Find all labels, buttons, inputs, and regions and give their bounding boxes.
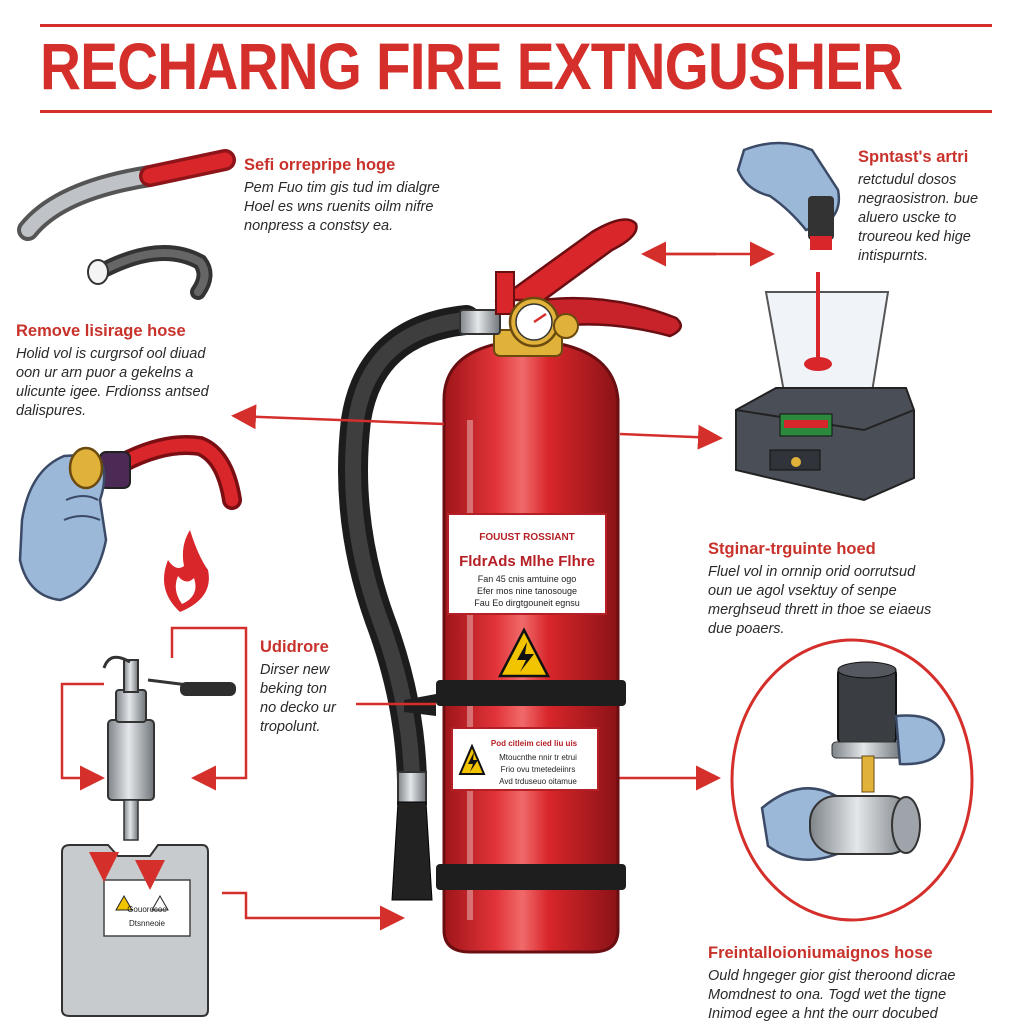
step-note-line: retctudul dosos: [858, 172, 957, 188]
step-note-4: Stginar-trguinte hoed Fluel vol in ornni…: [708, 540, 931, 639]
step-note-heading: Remove lisirage hose: [16, 322, 186, 340]
step-note-line: nonpress a constsy ea.: [244, 218, 394, 234]
step-note-line: merghseud thrett in thoe se eiaeus: [708, 602, 932, 618]
title-bottom-rule: [40, 110, 992, 113]
step-note-heading: Stginar-trguinte hoed: [708, 540, 876, 558]
step-note-line: dalispures.: [16, 403, 87, 419]
step-note-line: intispurnts.: [858, 248, 929, 264]
step-note-line: negraosistron. bue: [858, 191, 979, 207]
step-note-line: oon ur arn puor a gekelns a: [16, 365, 194, 381]
step-note-line: troureou ked hige: [858, 229, 971, 245]
step-note-line: oun ue agol vsektuy of senpe: [708, 583, 897, 599]
step-note-line: Pem Fuo tim gis tud im dialgre: [244, 180, 440, 196]
step-note-5: Udidrore Dirser new beking ton no decko …: [260, 638, 336, 737]
step-note-heading: Freintalloioniumaignos hose: [708, 944, 933, 962]
cylinder-label-line1: Fan 45 cnis amtuine ogo: [478, 574, 577, 584]
step-note-2: Spntast's artri retctudul dosos negraosi…: [858, 148, 978, 266]
step-note-6: Freintalloioniumaignos hose Ould hngeger…: [708, 944, 955, 1024]
step-note-line: ulicunte igee. Frdionss antsed: [16, 384, 209, 400]
box-label-line2: Dtsnneoie: [129, 919, 166, 928]
valve-assembly-illustration: [60, 626, 405, 1017]
step-note-line: Momdnest to ona. Togd wet the tigne: [708, 987, 947, 1003]
fire-extinguisher-illustration: [231, 218, 723, 954]
valve-closeup-illustration: [604, 638, 974, 922]
step-note-line: Inimod egee a hnt the ourr docubed: [708, 1006, 938, 1022]
warning-label-top: Pod citleim cied liu uis: [491, 739, 578, 748]
warning-label-line2: Frio ovu tmetedeiinrs: [501, 765, 576, 774]
box-label-line1: Gouorocoe: [127, 905, 167, 914]
step-note-1: Sefi orrepripe hoge Pem Fuo tim gis tud …: [244, 156, 440, 236]
title-top-rule: [40, 24, 992, 27]
step-note-heading: Udidrore: [260, 638, 329, 656]
warning-label-line3: Avd trduseuo oitamue: [499, 777, 577, 786]
cylinder-label-top: FOUUST ROSSIANT: [479, 532, 575, 543]
step-note-line: Holid vol is curgrsof ool diuad: [16, 346, 206, 362]
step-note-line: tropolunt.: [260, 719, 321, 735]
step-note-line: no decko ur: [260, 700, 336, 716]
page-title: RECHARNG FIRE EXTNGUSHER: [40, 29, 903, 103]
step-note-line: aluero uscke to: [858, 210, 957, 226]
step-note-heading: Sefi orrepripe hoge: [244, 156, 396, 174]
step-note-line: due poaers.: [708, 621, 785, 637]
warning-label-line1: Mtoucnthe nnir tr etrui: [499, 753, 577, 762]
step-note-line: Ould hngeger gior gist theroond dicrae: [708, 968, 956, 984]
step-note-line: beking ton: [260, 681, 327, 697]
step-note-3: Remove lisirage hose Holid vol is curgrs…: [16, 322, 209, 421]
step-note-line: Dirser new: [260, 662, 330, 678]
glove-hose-illustration: [18, 435, 242, 612]
cylinder-label-line2: Efer mos nine tanosouge: [477, 586, 577, 596]
cylinder-label-main: FldrAds Mlhe Flhre: [459, 553, 595, 570]
hose-parts-illustration: [17, 149, 236, 300]
cylinder-label-line3: Fau Eo dirgtgouneit egnsu: [474, 598, 580, 608]
step-note-heading: Spntast's artri: [858, 148, 969, 166]
step-note-line: Hoel es wns ruenits oilm nifre: [244, 199, 434, 215]
step-note-line: Fluel vol in ornnip orid oorrutsud: [708, 564, 916, 580]
scale-beaker-illustration: [641, 141, 915, 502]
